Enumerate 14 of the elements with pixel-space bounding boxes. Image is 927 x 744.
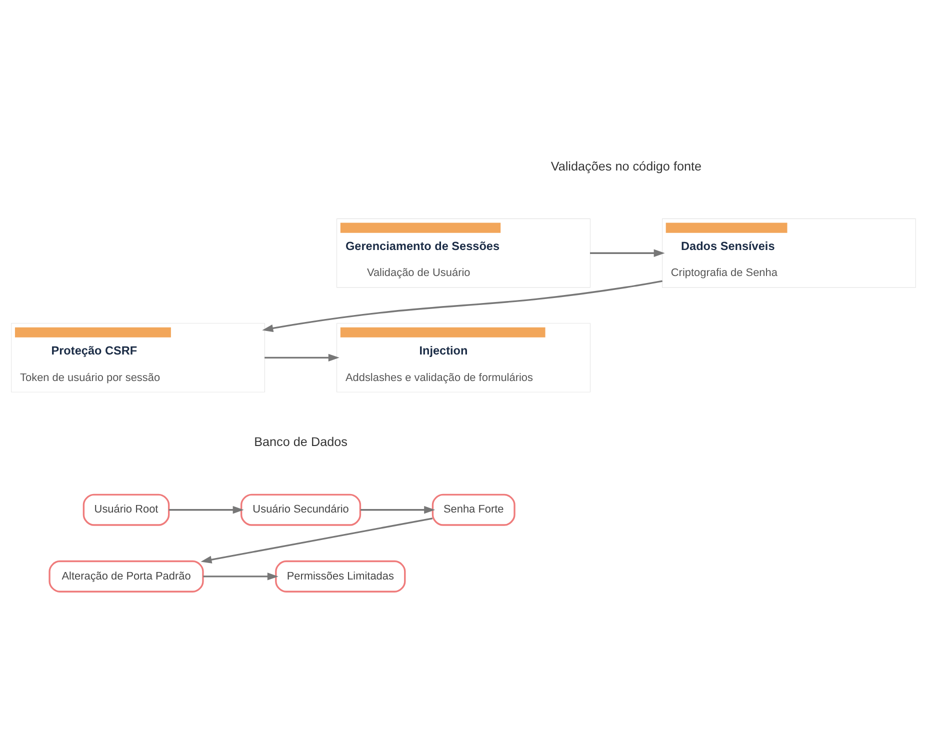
- node-box: Alteração de Porta Padrão: [48, 560, 204, 592]
- node-box: Permissões Limitadas: [275, 560, 406, 592]
- node-box: Senha Forte: [432, 494, 516, 526]
- arrow: [264, 354, 340, 362]
- label: Validações no código fonte: [550, 160, 702, 174]
- node-box: Usuário Secundário: [240, 494, 362, 526]
- node-box: Usuário Root: [82, 494, 170, 526]
- arrow: [262, 280, 662, 332]
- arrow: [590, 249, 665, 257]
- arrow: [168, 506, 244, 514]
- label: Banco de Dados: [254, 435, 348, 450]
- arrow: [203, 572, 278, 580]
- arrow: [360, 506, 436, 514]
- arrow: [200, 518, 433, 564]
